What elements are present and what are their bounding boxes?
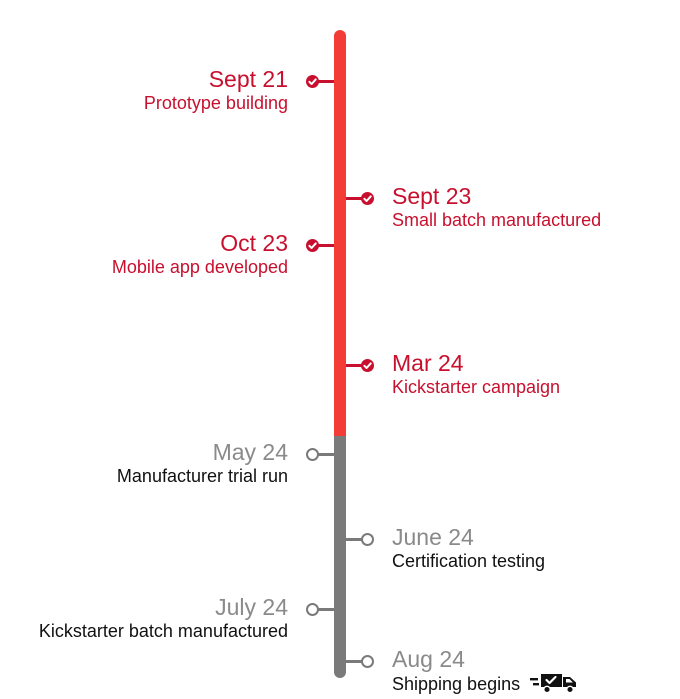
milestone-label-text: Small batch manufactured [392,210,602,230]
milestone-label-text: Kickstarter batch manufactured [38,621,288,641]
milestone-connector [318,243,334,247]
milestone-label-text: Mobile app developed [111,257,288,277]
milestone-label: Small batch manufactured [392,209,601,231]
milestone-label-text: Certification testing [392,551,546,571]
milestone-label: Kickstarter campaign [392,376,560,398]
milestone-label-text: Kickstarter campaign [392,377,561,397]
open-circle-icon [306,447,319,461]
milestone-connector [346,363,362,367]
milestone-date: Oct 23 [220,230,288,256]
milestone-label: Certification testing [392,550,545,572]
milestone-connector [318,79,334,83]
milestone-label: Shipping begins [392,672,578,695]
milestone-label-text: Prototype building [143,93,288,113]
milestone-date: Aug 24 [392,646,465,672]
check-circle-icon [361,358,374,372]
milestone-label: Mobile app developed [112,256,288,278]
milestone-connector [318,607,334,611]
timeline-spine-completed [334,30,346,436]
milestone-label: Manufacturer trial run [117,465,288,487]
milestone-label: Kickstarter batch manufactured [39,620,288,642]
milestone-date: Sept 21 [208,66,288,92]
milestone-date: July 24 [215,594,288,620]
check-circle-icon [306,74,319,88]
milestone-label-text: Shipping begins [392,674,521,694]
open-circle-icon [361,532,374,546]
milestone-connector [318,452,334,456]
milestone-connector [346,196,362,200]
check-circle-icon [306,238,319,252]
milestone-date: Mar 24 [392,350,464,376]
milestone-label-text: Manufacturer trial run [116,466,288,486]
open-circle-icon [361,654,374,668]
milestone-date: May 24 [212,439,288,465]
milestone-date: June 24 [392,524,474,550]
milestone-date: Sept 23 [392,183,472,209]
open-circle-icon [306,602,319,616]
milestone-label: Prototype building [144,92,288,114]
milestone-connector [346,537,362,541]
check-circle-icon [361,191,374,205]
delivery-truck-icon [530,672,578,694]
timeline-spine-upcoming [334,436,346,678]
milestone-connector [346,659,362,663]
